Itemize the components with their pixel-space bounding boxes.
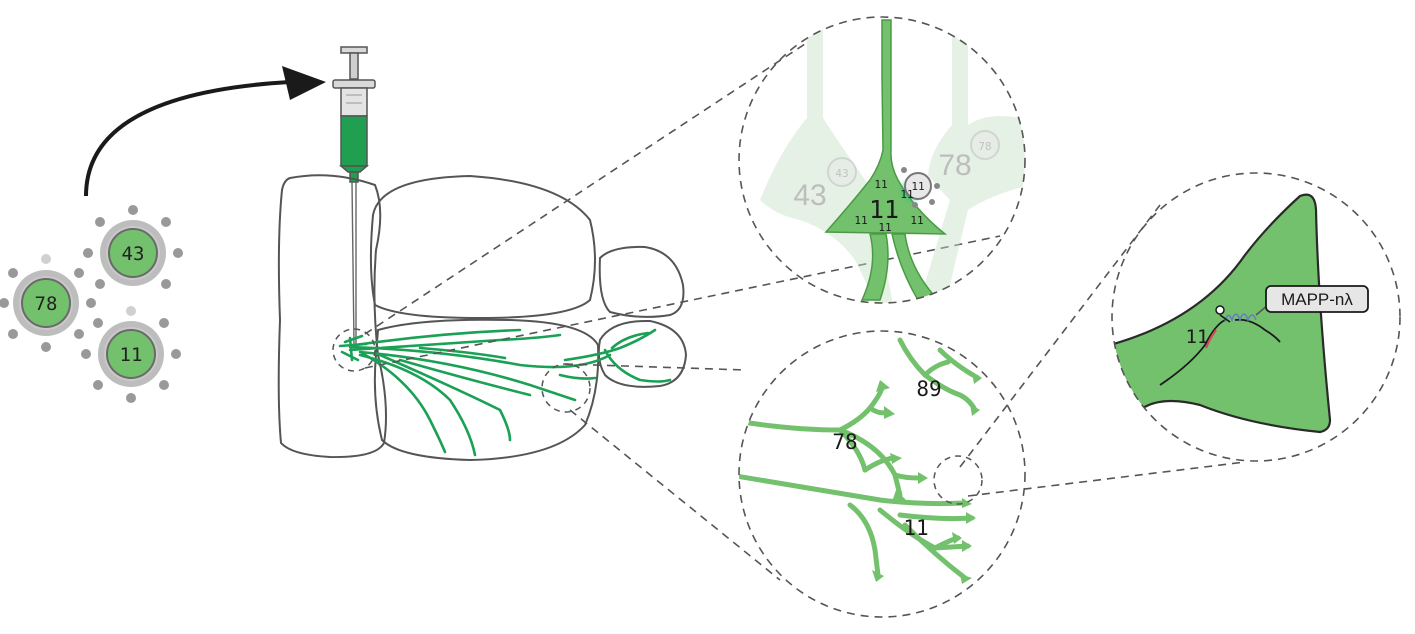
mapp-tag-label: MAPP-nλ — [1281, 290, 1353, 309]
zoom-soma-panel: 43 78 43 78 11 11 11 11 11 11 11 — [738, 16, 1026, 304]
brain-cerebellum-upper — [598, 245, 685, 318]
axon-terminal — [1112, 193, 1332, 434]
virus-label-11: 11 — [120, 344, 143, 366]
brain-outline — [277, 174, 688, 462]
soma-particle-label: 11 — [911, 180, 924, 193]
brain-cortex-lower — [373, 318, 600, 462]
zoom-terminal-panel: 11 MAPP-nλ — [1111, 172, 1401, 462]
faded-particle-label-43: 43 — [835, 167, 848, 180]
zoom-connectors — [364, 41, 1246, 581]
soma-barcode-1: 11 — [874, 178, 887, 191]
syringe-icon — [332, 46, 376, 346]
virus-label-43: 43 — [122, 243, 145, 265]
terminal-marker — [933, 455, 983, 505]
axon-projections — [338, 328, 672, 457]
neuron-label-78: 78 — [938, 149, 971, 182]
mapp-tag: MAPP-nλ — [1265, 285, 1369, 313]
axon-label-89: 89 — [916, 377, 941, 401]
axon-label-11: 11 — [903, 516, 928, 540]
axon-label-78: 78 — [832, 430, 857, 454]
soma-barcode-2: 11 — [854, 214, 867, 227]
brain-olfactory-region — [277, 174, 387, 459]
virus-particle-11-in-soma: 11 — [901, 167, 940, 208]
faded-particle-78: 78 — [970, 130, 1000, 160]
soma-barcode-4: 11 — [910, 214, 923, 227]
soma-barcode-3: 11 — [878, 221, 891, 234]
projection-region-marker — [541, 363, 591, 413]
virus-particle-11: 11 — [81, 306, 181, 403]
injection-arrow — [84, 66, 326, 197]
injection-site-marker — [332, 328, 376, 372]
terminal-barcode-label: 11 — [1186, 326, 1209, 348]
faded-particle-label-78: 78 — [978, 140, 991, 153]
faded-particle-43: 43 — [827, 157, 857, 187]
virus-particle-78: 78 — [0, 254, 96, 352]
brain-cortex-upper — [369, 174, 596, 320]
virus-particle-43: 43 — [83, 205, 183, 289]
neuron-label-43: 43 — [793, 179, 826, 212]
brain-cerebellum-lower — [597, 319, 688, 388]
virus-label-78: 78 — [35, 293, 58, 315]
soma-barcode-5: 11 — [900, 188, 913, 201]
zoom-axon-panel: 89 78 11 — [738, 330, 1026, 618]
soma-barcode-main: 11 — [869, 195, 899, 224]
